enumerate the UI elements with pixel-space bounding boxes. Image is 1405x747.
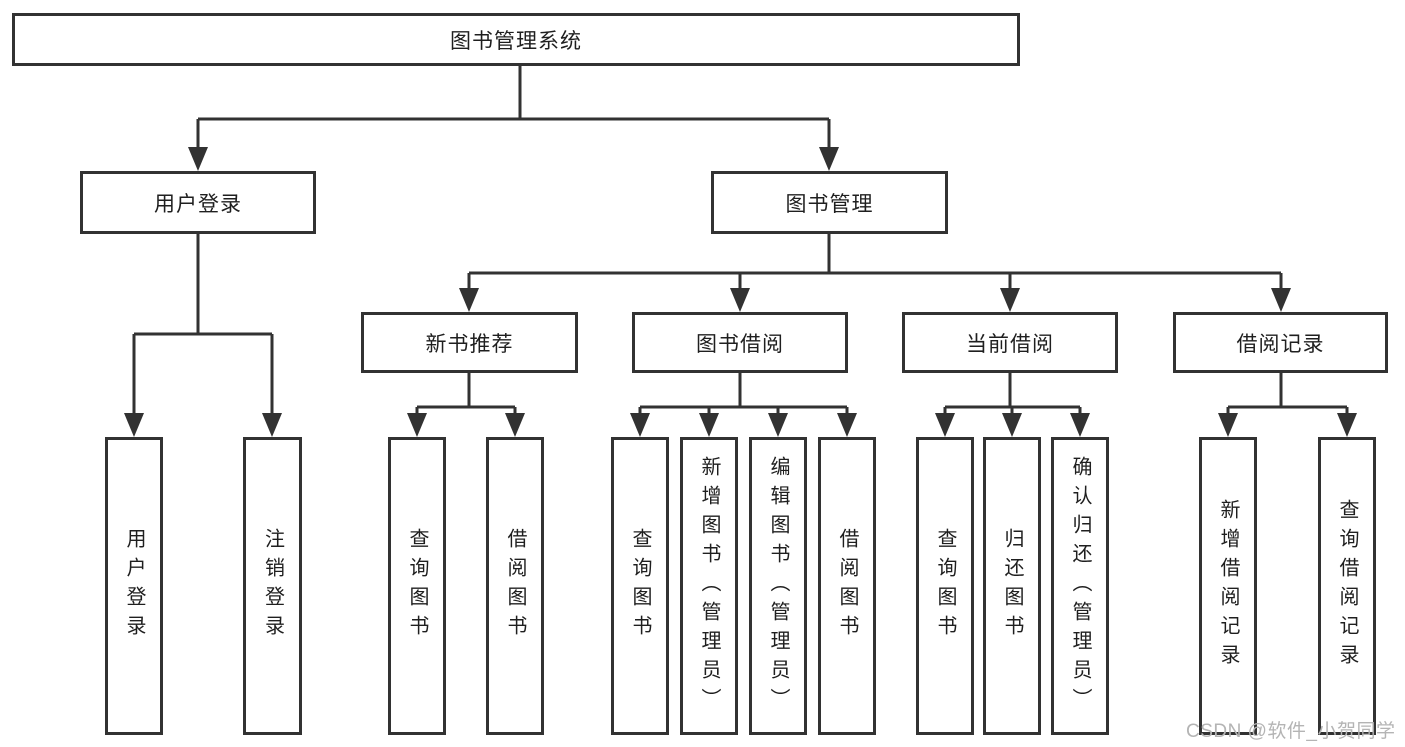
leaf-borrow-query-books: 查询图书 [611,437,669,735]
leaf-records-query-record: 查询借阅记录 [1318,437,1376,735]
arrowhead-leaf-borrow-edit [768,413,788,437]
connector-bookborrow-to-leaves [638,373,849,416]
arrowhead-leaf-borrow-query [630,413,650,437]
connector-lines [132,66,1349,416]
leaf-records-add-record: 新增借阅记录 [1199,437,1257,735]
node-book-borrow-label: 图书借阅 [696,332,784,356]
node-user-login: 用户登录 [80,171,316,234]
node-new-book-recommend: 新书推荐 [361,312,578,373]
node-book-borrow: 图书借阅 [632,312,848,373]
leaf-current-query-books-label: 查询图书 [934,528,956,644]
arrowhead-book-borrow [730,288,750,312]
leaf-borrow-borrow-books: 借阅图书 [818,437,876,735]
arrowhead-leaf-newbooks-query [407,413,427,437]
arrowhead-leaf-records-query [1337,413,1357,437]
node-book-management-label: 图书管理 [785,192,874,216]
leaf-logout: 注销登录 [243,437,302,735]
arrowhead-user-login [188,147,208,171]
leaf-newbooks-borrow-books: 借阅图书 [486,437,544,735]
connector-borrowrecords-to-leaves [1226,373,1349,416]
csdn-watermark: CSDN @软件_小贺同学 [1186,721,1396,742]
node-root-system: 图书管理系统 [12,13,1020,66]
leaf-current-return-books-label: 归还图书 [1001,528,1023,644]
connector-root-to-level2 [196,66,831,150]
arrowhead-leaf-records-add [1218,413,1238,437]
leaf-current-return-books: 归还图书 [983,437,1041,735]
leaf-newbooks-query-books-label: 查询图书 [406,528,428,644]
arrowhead-book-management [819,147,839,171]
leaf-borrow-add-books-admin: 新增图书（管理员） [680,437,738,735]
arrowhead-leaf-current-confirm [1070,413,1090,437]
node-borrow-records: 借阅记录 [1173,312,1388,373]
arrowhead-leaf-current-query [935,413,955,437]
node-current-borrow: 当前借阅 [902,312,1118,373]
leaf-current-confirm-return-admin-label: 确认归还（管理员） [1069,455,1091,717]
leaf-user-login: 用户登录 [105,437,163,735]
arrowhead-borrow-records [1271,288,1291,312]
node-root-system-label: 图书管理系统 [450,29,582,53]
leaf-newbooks-borrow-books-label: 借阅图书 [504,528,526,644]
arrowhead-leaf-user-login [124,413,144,437]
leaf-borrow-query-books-label: 查询图书 [629,528,651,644]
leaf-borrow-add-books-admin-label: 新增图书（管理员） [698,455,720,717]
arrowhead-leaf-borrow-borrow [837,413,857,437]
node-borrow-records-label: 借阅记录 [1236,332,1325,356]
node-new-book-recommend-label: 新书推荐 [425,332,514,356]
arrowhead-current-borrow [1000,288,1020,312]
leaf-user-login-label: 用户登录 [123,528,145,644]
leaf-records-query-record-label: 查询借阅记录 [1336,499,1358,673]
connector-currentborrow-to-leaves [943,373,1082,416]
arrowheads [124,147,1357,437]
node-user-login-label: 用户登录 [154,192,242,216]
leaf-current-confirm-return-admin: 确认归还（管理员） [1051,437,1109,735]
leaf-records-add-record-label: 新增借阅记录 [1217,499,1239,673]
leaf-current-query-books: 查询图书 [916,437,974,735]
connector-bookmgmt-to-level3 [467,234,1283,291]
leaf-borrow-borrow-books-label: 借阅图书 [836,528,858,644]
arrowhead-new-book-recommend [459,288,479,312]
leaf-newbooks-query-books: 查询图书 [388,437,446,735]
connector-userlogin-to-leaves [132,234,274,416]
node-current-borrow-label: 当前借阅 [966,332,1054,356]
arrowhead-leaf-newbooks-borrow [505,413,525,437]
leaf-borrow-edit-books-admin-label: 编辑图书（管理员） [767,455,789,717]
arrowhead-leaf-current-return [1002,413,1022,437]
node-book-management: 图书管理 [711,171,948,234]
leaf-borrow-edit-books-admin: 编辑图书（管理员） [749,437,807,735]
connector-newbooks-to-leaves [415,373,517,416]
arrowhead-leaf-borrow-add [699,413,719,437]
leaf-logout-label: 注销登录 [261,528,284,644]
arrowhead-leaf-logout [262,413,282,437]
